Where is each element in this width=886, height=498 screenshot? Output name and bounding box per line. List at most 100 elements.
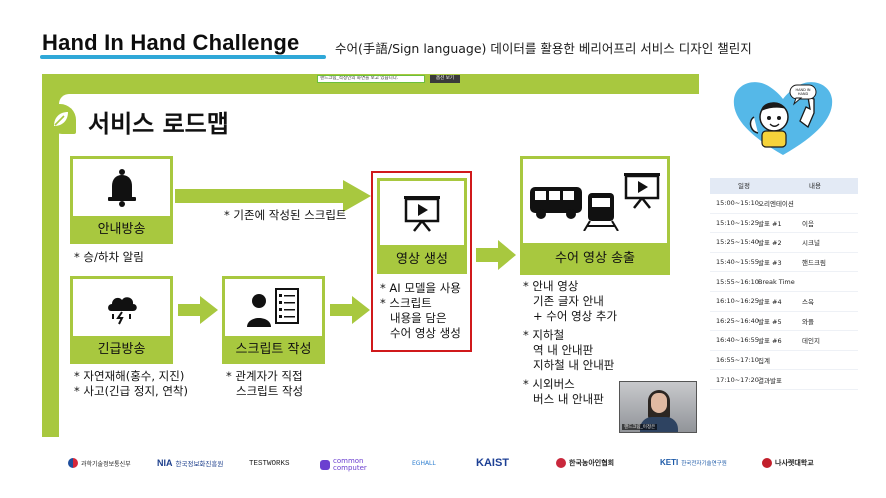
schedule-time: 15:00~15:10 [716, 199, 759, 208]
video-label: 영상 생성 [396, 252, 448, 267]
schedule-event: 발표 #2 [758, 239, 782, 248]
screen-share-bar: 핸드크림_적정인의 화면을 보고 있습니다. 옵션 보기 [317, 75, 467, 85]
script-icon-area [225, 279, 322, 336]
script-label: 스크립트 작성 [235, 342, 312, 357]
storm-icon-area [73, 279, 170, 336]
logo-msit: 과학기술정보통신부 [68, 458, 131, 468]
heart-mascot-icon [733, 82, 833, 155]
participant-video[interactable]: 핸드크림_이정은 [619, 381, 697, 433]
arrow-to-video [175, 180, 371, 212]
challenge-title: Hand In Hand Challenge [42, 30, 300, 55]
schedule-event: 집계 [758, 357, 770, 366]
schedule-time: 16:10~16:25 [716, 297, 759, 306]
output-note: * 안내 영상 기존 글자 안내 + 수어 영상 추가 * 지하철 역 내 안내… [523, 279, 618, 406]
schedule-header: 일정 내용 [710, 178, 858, 194]
schedule-time: 15:25~15:40 [716, 238, 759, 247]
schedule-team: 와플 [802, 317, 814, 326]
schedule-time: 15:55~16:10 [716, 277, 759, 286]
participant-name: 핸드크림_이정은 [622, 424, 658, 430]
schedule-time: 16:55~17:10 [716, 356, 759, 365]
bell-icon [107, 168, 136, 207]
announce-label: 안내방송 [97, 222, 146, 237]
projector-screen-icon [404, 196, 440, 232]
logo-korea-deaf: 한국농아인협회 [556, 458, 614, 468]
header-time: 일정 [738, 182, 750, 190]
leaf-icon [46, 104, 76, 134]
common-computer-icon [320, 460, 330, 470]
existing-script-note: * 기존에 작성된 스크립트 [224, 208, 347, 222]
transport-icon-area [523, 159, 667, 243]
bus-train-screen-icon [530, 173, 660, 231]
person-checklist-icon [246, 287, 299, 327]
video-highlight-frame [371, 171, 472, 352]
slide-title: 서비스 로드맵 [88, 110, 229, 138]
schedule-event: 발표 #1 [758, 219, 782, 228]
deaf-association-icon [556, 458, 566, 468]
emergency-note: * 자연재해(홍수, 지진) * 사고(긴급 정지, 연착) [74, 369, 188, 398]
logo-eghall: EGHALL [412, 460, 436, 467]
screen-share-message: 핸드크림_적정인의 화면을 보고 있습니다. [317, 75, 425, 83]
emergency-label: 긴급방송 [97, 342, 146, 357]
schedule-time: 16:40~16:55 [716, 336, 759, 345]
schedule-event: 발표 #4 [758, 298, 782, 307]
schedule-time: 15:10~15:25 [716, 218, 759, 227]
view-options-button[interactable]: 옵션 보기 [430, 75, 460, 83]
video-box: 영상 생성 [377, 178, 467, 274]
schedule-time: 15:40~15:55 [716, 258, 759, 267]
logo-testworks: TESTWORKS [249, 460, 290, 468]
sponsor-logos: 과학기술정보통신부 NIA 한국정보화진흥원 TESTWORKS common … [0, 446, 886, 486]
arrow-script-to-video [330, 296, 370, 324]
emergency-box: 긴급방송 [70, 276, 173, 364]
bell-icon-area [73, 159, 170, 216]
schedule-event: Break Time [758, 277, 795, 286]
header-content: 내용 [809, 182, 821, 190]
schedule-event: 결과발표 [758, 376, 782, 385]
schedule-team: 핸드크림 [802, 259, 826, 268]
video-note: * AI 모델을 사용 * 스크립트 내용을 담은 수어 영상 생성 [380, 281, 461, 340]
video-icon-area [380, 181, 464, 245]
storm-cloud-icon [107, 296, 137, 324]
schedule-event: 발표 #5 [758, 317, 782, 326]
script-note: * 관계자가 직접 스크립트 작성 [226, 369, 304, 398]
logo-kaist: KAIST [476, 457, 509, 469]
schedule-team: 이음 [802, 219, 814, 228]
logo-nia: NIA 한국정보화진흥원 [157, 458, 224, 468]
logo-keti: KETI 한국전자기술연구원 [660, 458, 727, 467]
schedule-event: 발표 #3 [758, 259, 782, 268]
schedule-team: 스윽 [802, 298, 814, 307]
challenge-subtitle: 수어(手語/Sign language) 데이터를 활용한 베리어프리 서비스 … [335, 41, 752, 56]
announce-box: 안내방송 [70, 156, 173, 244]
logo-common-computer: common computer [320, 458, 367, 472]
logo-nazarene: 나사렛대학교 [762, 458, 814, 468]
title-underline [40, 55, 326, 59]
schedule-team: 시크널 [802, 239, 820, 248]
announce-note: * 승/하차 알림 [74, 250, 144, 264]
nazarene-emblem-icon [762, 458, 772, 468]
taegeuk-icon [68, 458, 78, 468]
output-box: 수어 영상 송출 [520, 156, 670, 275]
participant-face [651, 393, 667, 413]
arrow-to-output [476, 240, 516, 270]
mascot-bubble-text: HAND IN HAND [795, 88, 811, 96]
schedule-time: 17:10~17:20 [716, 375, 759, 384]
output-label: 수어 영상 송출 [554, 251, 636, 266]
schedule-team: 데인지 [802, 337, 820, 346]
schedule-event: 오리엔테이션 [758, 200, 794, 209]
schedule-time: 16:25~16:40 [716, 316, 759, 325]
schedule-event: 발표 #6 [758, 337, 782, 346]
arrow-to-script [178, 296, 218, 324]
mascot-illustration: HAND IN HAND [728, 77, 838, 157]
script-box: 스크립트 작성 [222, 276, 325, 364]
